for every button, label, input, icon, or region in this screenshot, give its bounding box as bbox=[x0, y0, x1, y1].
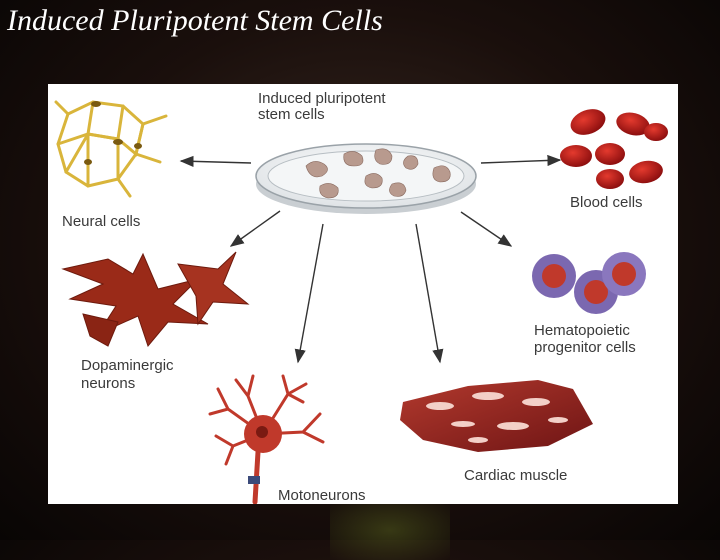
dopaminergic-neurons-icon bbox=[63, 252, 248, 346]
neural-cells-label: Neural cells bbox=[62, 213, 140, 230]
petri-dish-icon bbox=[256, 144, 476, 214]
background-glow bbox=[330, 500, 450, 560]
diagram-panel: Induced pluripotent stem cells Neural ce… bbox=[48, 84, 678, 504]
blood-cells-icon bbox=[560, 105, 668, 189]
dopaminergic-label-line-1: Dopaminergic bbox=[81, 357, 174, 374]
neural-cells-icon bbox=[56, 101, 166, 196]
arrow-to-motoneurons bbox=[298, 224, 323, 362]
slide-title: Induced Pluripotent Stem Cells bbox=[7, 6, 383, 36]
cardiac-muscle-icon bbox=[400, 380, 593, 452]
differentiation-diagram bbox=[48, 84, 678, 504]
arrow-to-dopaminergic bbox=[231, 211, 280, 246]
arrow-to-hematopoietic bbox=[461, 212, 511, 246]
motoneuron-icon bbox=[210, 376, 323, 502]
arrow-to-cardiac bbox=[416, 224, 440, 362]
hematopoietic-label-line-1: Hematopoietic bbox=[534, 322, 630, 339]
arrow-to-blood bbox=[481, 160, 560, 163]
hematopoietic-label-line-2: progenitor cells bbox=[534, 339, 636, 356]
hematopoietic-cells-icon bbox=[532, 252, 646, 314]
dopaminergic-label-line-2: neurons bbox=[81, 375, 135, 392]
blood-cells-label: Blood cells bbox=[570, 194, 643, 211]
cardiac-muscle-label: Cardiac muscle bbox=[464, 467, 567, 484]
source-label-line-1: Induced pluripotent bbox=[258, 90, 386, 107]
source-label-line-2: stem cells bbox=[258, 106, 325, 123]
arrow-to-neural bbox=[181, 161, 251, 163]
motoneurons-label: Motoneurons bbox=[278, 487, 366, 504]
